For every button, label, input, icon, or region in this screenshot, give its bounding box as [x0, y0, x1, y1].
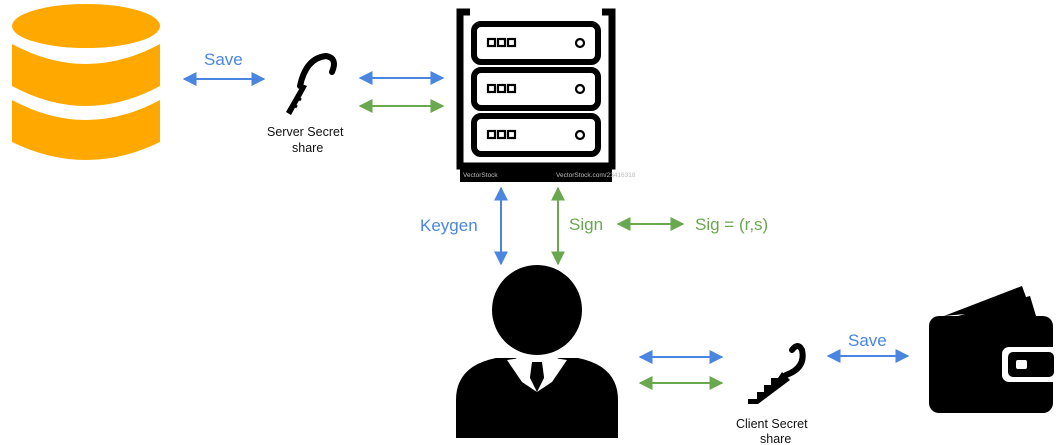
watermark-right: VectorStock.com/23416318: [556, 172, 636, 179]
server-secret-label: Server Secret: [267, 125, 344, 139]
wallet-icon: [929, 286, 1060, 413]
sign-label: Sign: [569, 215, 603, 234]
client-secret-label-share: share: [760, 432, 791, 445]
save-label-top: Save: [204, 50, 243, 69]
server-rack-icon: [456, 8, 616, 182]
keygen-label: Keygen: [420, 216, 478, 235]
watermark-left: VectorStock: [463, 172, 498, 179]
person-icon: [456, 265, 618, 438]
signature-label: Sig = (r,s): [695, 215, 768, 234]
client-secret-label: Client Secret: [736, 417, 808, 431]
key-icon: [286, 52, 337, 115]
server-secret-label-share: share: [292, 141, 323, 155]
save-label-bottom: Save: [848, 331, 887, 350]
database-icon: [12, 4, 160, 160]
key-icon: [748, 343, 806, 404]
